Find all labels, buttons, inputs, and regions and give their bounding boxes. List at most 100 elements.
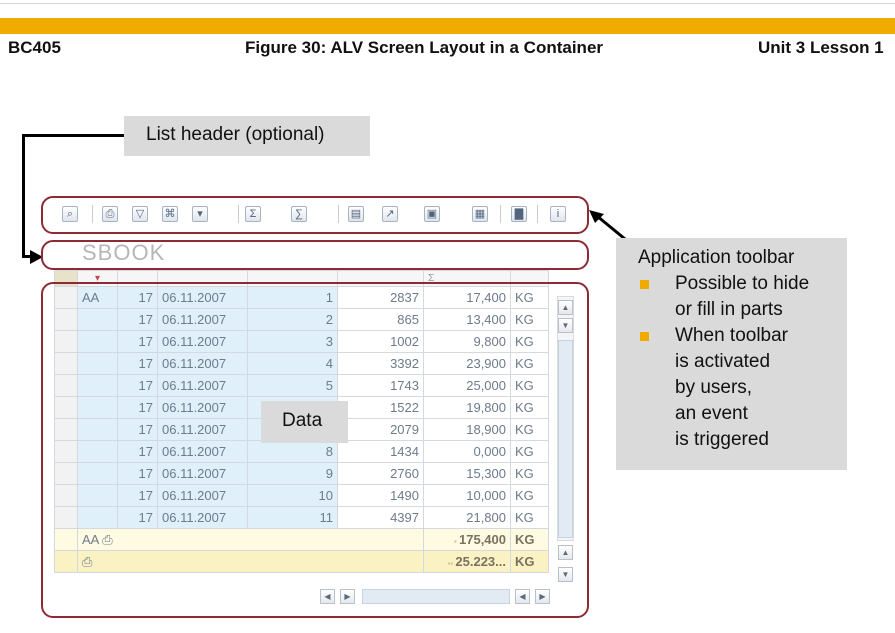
cell-amount[interactable]: 25,000 [423,374,511,397]
info-icon[interactable]: i [550,206,566,222]
cell-date[interactable]: 06.11.2007 [157,484,248,507]
bullet-1: Possible to hide [638,271,847,297]
toolbar-separator [500,205,501,223]
cell-date[interactable]: 06.11.2007 [157,352,248,375]
sum-icon[interactable]: Σ [245,206,261,222]
subtotal-label: AA ⎙ [77,528,424,551]
scroll-down-button[interactable]: ▼ [558,318,573,333]
print-icon[interactable]: ⎙ [102,206,118,222]
filter-options-icon[interactable]: ▾ [192,206,208,222]
data-callout: Data [261,401,348,443]
row-selector[interactable] [54,528,78,551]
cell-amount[interactable]: 17,400 [423,286,511,309]
cell-connection[interactable]: 17 [117,286,158,309]
list-header-title: SBOOK [82,240,166,265]
row-selector[interactable] [54,396,78,419]
unit-lesson: Unit 3 Lesson 1 [758,38,884,57]
print-preview-icon[interactable]: ▤ [348,206,364,222]
cell-connection[interactable]: 17 [117,418,158,441]
list-header-arrow-icon [30,250,43,264]
cell-date[interactable]: 06.11.2007 [157,286,248,309]
figure-title: Figure 30: ALV Screen Layout in a Contai… [245,38,604,57]
binoculars-icon[interactable]: ⌘ [162,206,178,222]
cell-unit[interactable]: KG [510,484,549,507]
application-toolbar-callout: Application toolbar Possible to hide or … [616,238,847,470]
data-area-frame [41,282,589,618]
vertical-scroll-thumb[interactable] [558,340,573,538]
horizontal-scroll-thumb[interactable] [362,589,510,604]
cell-carrier[interactable] [77,352,118,375]
toolbar-arrow-icon [589,210,626,241]
course-code: BC405 [8,38,61,57]
cell-date[interactable]: 06.11.2007 [157,330,248,353]
list-header-connector [22,134,124,137]
cell-amount[interactable]: 13,400 [423,308,511,331]
subtotal-icon[interactable]: ∑ [291,206,307,222]
list-header-connector-vertical [22,134,25,258]
layout-icon[interactable]: ▣ [424,206,440,222]
find-icon[interactable]: ⌕ [62,206,78,222]
cell-connection[interactable]: 17 [117,462,158,485]
filter-icon[interactable]: ▽ [132,206,148,222]
total-amount: ▪▪ 25.223... [423,550,511,573]
cell-amount[interactable]: 21,800 [423,506,511,529]
cell-date[interactable]: 06.11.2007 [157,374,248,397]
cell-booking-id[interactable]: 4 [247,352,338,375]
row-selector[interactable] [54,462,78,485]
cell-date[interactable]: 06.11.2007 [157,506,248,529]
cell-booking-id[interactable]: 1 [247,286,338,309]
scroll-right-button-2[interactable]: ▶ [535,589,550,604]
scroll-left-button-2[interactable]: ◀ [515,589,530,604]
cell-connection[interactable]: 17 [117,506,158,529]
cell-carrier[interactable] [77,396,118,419]
toolbar-separator [338,205,339,223]
cell-connection[interactable]: 17 [117,330,158,353]
cell-unit[interactable]: KG [510,308,549,331]
cell-connection[interactable]: 17 [117,396,158,419]
cell-booking-id[interactable]: 2 [247,308,338,331]
totals-scroll-up-button[interactable]: ▲ [558,545,573,560]
total-print-icon: ⎙ [82,553,93,569]
bullet-square-icon [640,332,649,341]
cell-booking-id[interactable]: 9 [247,462,338,485]
list-header-frame [41,240,589,270]
cell-unit[interactable]: KG [510,396,549,419]
totals-scroll-down-button[interactable]: ▼ [558,567,573,582]
cell-booking-id[interactable]: 11 [247,506,338,529]
cell-carrier[interactable] [77,462,118,485]
grid-view-icon[interactable]: ▦ [472,206,488,222]
cell-amount[interactable]: 19,800 [423,396,511,419]
graphic-icon[interactable]: ▇ [511,206,527,222]
scroll-left-button[interactable]: ◀ [320,589,335,604]
cell-unit[interactable]: KG [510,506,549,529]
application-toolbar-frame [41,196,589,234]
scroll-right-button[interactable]: ▶ [340,589,355,604]
cell-date[interactable]: 06.11.2007 [157,462,248,485]
bullet-2: When toolbar [638,323,847,349]
toolbar-separator [537,205,538,223]
cell-amount[interactable]: 9,800 [423,330,511,353]
row-selector[interactable] [54,506,78,529]
cell-unit[interactable]: KG [510,352,549,375]
cell-carrier[interactable] [77,330,118,353]
total-label: ⎙ [77,550,424,573]
row-selector[interactable] [54,550,78,573]
cell-connection[interactable]: 17 [117,440,158,463]
cell-unit[interactable]: KG [510,462,549,485]
cell-carrier[interactable] [77,484,118,507]
cell-date[interactable]: 06.11.2007 [157,418,248,441]
cell-connection[interactable]: 17 [117,484,158,507]
total-unit: KG [510,550,549,573]
row-selector[interactable] [54,286,78,309]
scroll-up-button[interactable]: ▲ [558,300,573,315]
export-icon[interactable]: ↗ [382,206,398,222]
cell-connection[interactable]: 17 [117,352,158,375]
cell-amount[interactable]: 15,300 [423,462,511,485]
